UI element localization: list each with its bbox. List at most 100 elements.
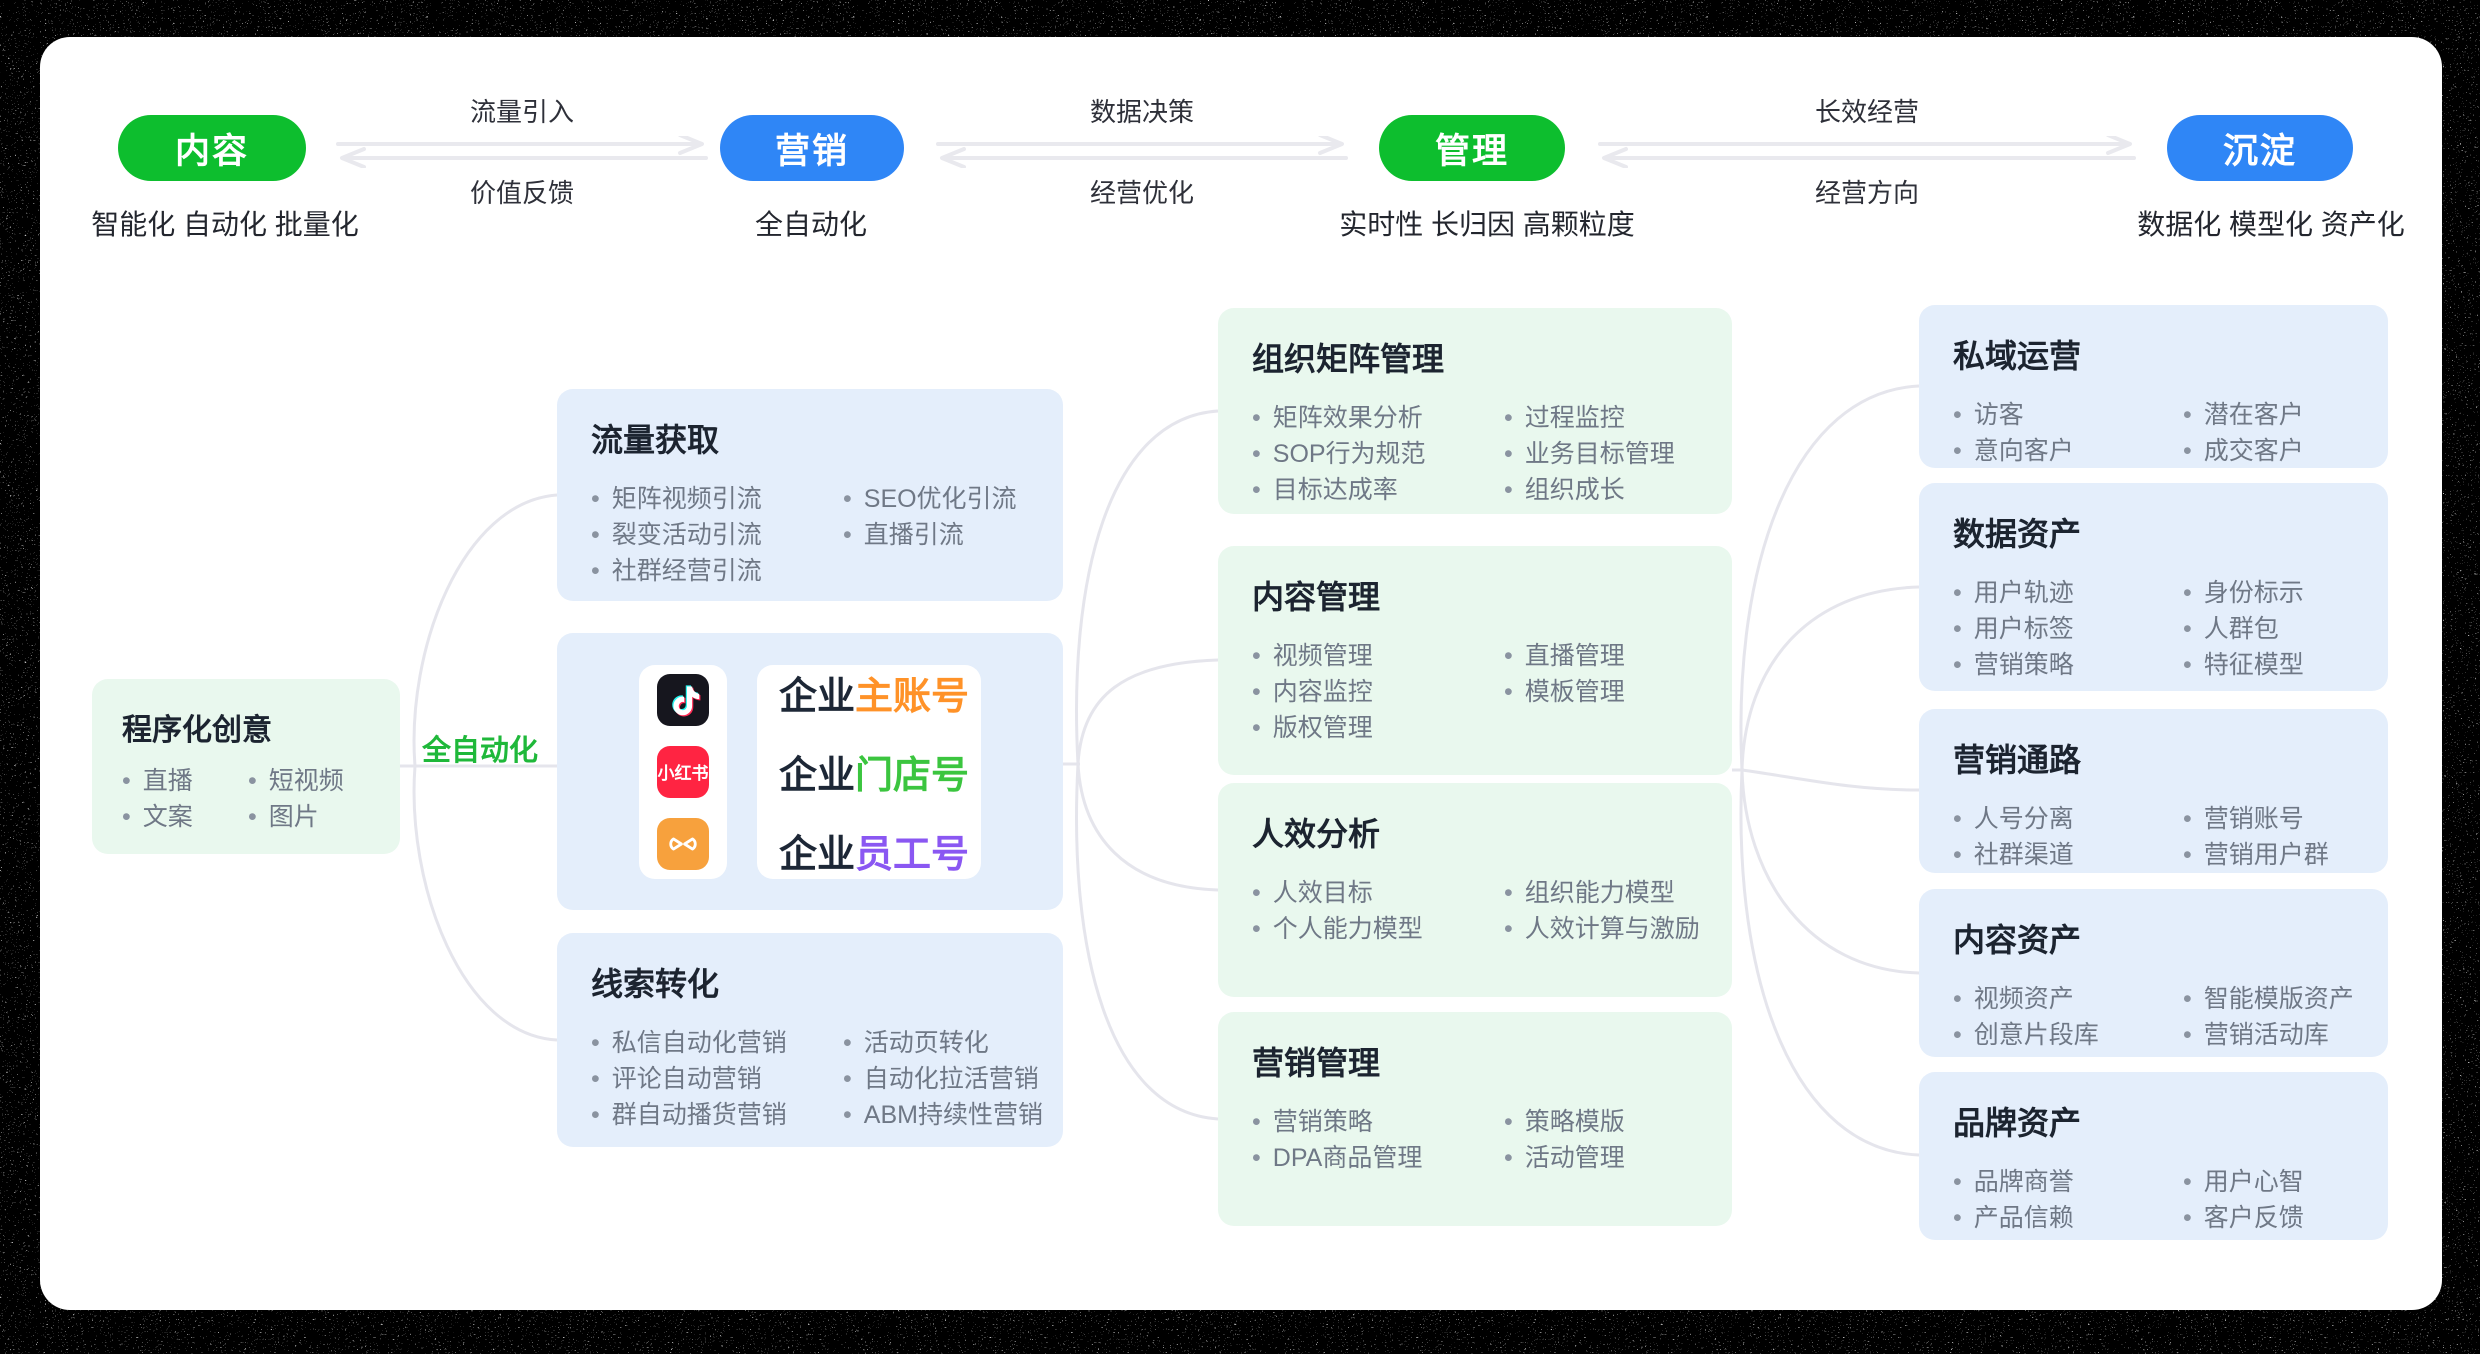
account-highlight: 主账号: [855, 676, 970, 718]
box-title: 私域运营: [1953, 338, 2082, 374]
list-item: 策略模版: [1504, 1104, 1625, 1140]
box-title: 数据资产: [1953, 516, 2082, 552]
bullet-list: 过程监控业务目标管理组织成长: [1504, 400, 1675, 508]
douyin-icon: [657, 673, 709, 726]
bullet-list: 直播文案: [122, 763, 248, 835]
bullet-list: SEO优化引流直播引流: [843, 481, 1017, 589]
stage-pill-marketing: 营销: [720, 115, 904, 181]
list-item: 文案: [122, 799, 248, 835]
list-item: 视频管理: [1252, 638, 1504, 674]
account-prefix: 企业: [779, 834, 856, 876]
bullet-list: 人效目标个人能力模型: [1252, 875, 1504, 947]
box-title: 人效分析: [1252, 816, 1381, 852]
bullet-list: 私信自动化营销评论自动营销群自动播货营销: [591, 1025, 843, 1133]
bullet-list: 活动页转化自动化拉活营销ABM持续性营销: [843, 1025, 1043, 1133]
list-item: 品牌商誉: [1953, 1164, 2183, 1200]
bullet-list: 身份标示人群包特征模型: [2183, 575, 2304, 683]
double-arrow-icon: [336, 136, 708, 168]
box-title: 内容管理: [1252, 579, 1381, 615]
stage-pill-content: 内容: [118, 115, 306, 181]
list-item: SOP行为规范: [1252, 436, 1504, 472]
link-label-bottom: 经营方向: [1814, 178, 1919, 208]
account-prefix: 企业: [779, 755, 856, 797]
list-item: 人号分离: [1953, 801, 2183, 837]
marketing-management-box: 营销管理 营销策略DPA商品管理 策略模版活动管理: [1218, 1012, 1732, 1226]
list-item: 社群渠道: [1953, 837, 2183, 873]
list-item: 过程监控: [1504, 400, 1675, 436]
content-management-box: 内容管理 视频管理内容监控版权管理 直播管理模板管理: [1218, 546, 1732, 775]
flow-link-3: 长效经营 经营方向: [1598, 92, 2136, 210]
list-item: DPA商品管理: [1252, 1140, 1504, 1176]
account-highlight: 员工号: [855, 834, 970, 876]
list-item: 图片: [248, 799, 344, 835]
bullet-list: 用户心智客户反馈: [2183, 1164, 2304, 1236]
link-label-top: 长效经营: [1814, 97, 1919, 127]
list-item: 版权管理: [1252, 710, 1504, 746]
double-arrow-icon: [1598, 136, 2136, 168]
list-item: 目标达成率: [1252, 472, 1504, 508]
account-prefix: 企业: [779, 676, 856, 718]
list-item: 直播: [122, 763, 248, 799]
bullet-list: 营销账号营销用户群: [2183, 801, 2329, 873]
list-item: 直播管理: [1504, 638, 1625, 674]
double-arrow-icon: [936, 136, 1348, 168]
list-item: 身份标示: [2183, 575, 2304, 611]
list-item: 用户轨迹: [1953, 575, 2183, 611]
full-automation-label: 全自动化: [421, 735, 538, 767]
bullet-list: 人号分离社群渠道: [1953, 801, 2183, 873]
efficiency-analysis-box: 人效分析 人效目标个人能力模型 组织能力模型人效计算与激励: [1218, 783, 1732, 997]
lead-conversion-box: 线索转化 私信自动化营销评论自动营销群自动播货营销 活动页转化自动化拉活营销AB…: [557, 933, 1063, 1147]
list-item: 用户标签: [1953, 611, 2183, 647]
box-title: 组织矩阵管理: [1252, 341, 1445, 377]
list-item: 组织能力模型: [1504, 875, 1700, 911]
list-item: 视频资产: [1953, 981, 2183, 1017]
platform-accounts-box: 小红书 企业主账号 企业门店号 企业员工号: [557, 633, 1063, 910]
flow-link-1: 流量引入 价值反馈: [336, 92, 708, 210]
bullet-list: 矩阵视频引流裂变活动引流社群经营引流: [591, 481, 843, 589]
list-item: 人效计算与激励: [1504, 911, 1700, 947]
org-matrix-management-box: 组织矩阵管理 矩阵效果分析SOP行为规范目标达成率 过程监控业务目标管理组织成长: [1218, 308, 1732, 514]
wechat-channels-icon: [657, 817, 709, 870]
stage-subtitle-marketing: 全自动化: [754, 209, 867, 240]
box-title: 程序化创意: [122, 714, 272, 747]
box-title: 线索转化: [591, 966, 720, 1002]
list-item: 业务目标管理: [1504, 436, 1675, 472]
xiaohongshu-icon: 小红书: [657, 745, 709, 798]
list-item: 成交客户: [2183, 433, 2304, 469]
list-item: 特征模型: [2183, 647, 2304, 683]
list-item: 人群包: [2183, 611, 2304, 647]
box-title: 流量获取: [591, 422, 720, 458]
list-item: 客户反馈: [2183, 1200, 2304, 1236]
list-item: 内容监控: [1252, 674, 1504, 710]
private-domain-box: 私域运营 访客意向客户 潜在客户成交客户: [1919, 305, 2388, 468]
bullet-list: 品牌商誉产品信赖: [1953, 1164, 2183, 1236]
stage-pill-management: 管理: [1379, 115, 1565, 181]
bullet-list: 营销策略DPA商品管理: [1252, 1104, 1504, 1176]
list-item: 群自动播货营销: [591, 1097, 843, 1133]
marketing-channels-box: 营销通路 人号分离社群渠道 营销账号营销用户群: [1919, 709, 2388, 873]
list-item: 营销活动库: [2183, 1017, 2354, 1053]
list-item: 人效目标: [1252, 875, 1504, 911]
stage-pill-accumulation: 沉淀: [2167, 115, 2353, 181]
bullet-list: 视频资产创意片段库: [1953, 981, 2183, 1053]
box-title: 营销通路: [1953, 742, 2082, 778]
list-item: 产品信赖: [1953, 1200, 2183, 1236]
list-item: 创意片段库: [1953, 1017, 2183, 1053]
box-title: 品牌资产: [1953, 1105, 2082, 1141]
bullet-list: 矩阵效果分析SOP行为规范目标达成率: [1252, 400, 1504, 508]
list-item: 矩阵视频引流: [591, 481, 843, 517]
list-item: 模板管理: [1504, 674, 1625, 710]
data-assets-box: 数据资产 用户轨迹用户标签营销策略 身份标示人群包特征模型: [1919, 483, 2388, 691]
account-line-main: 企业主账号: [779, 665, 981, 720]
list-item: 短视频: [248, 763, 344, 799]
list-item: 营销策略: [1953, 647, 2183, 683]
bullet-list: 策略模版活动管理: [1504, 1104, 1625, 1176]
brand-assets-box: 品牌资产 品牌商誉产品信赖 用户心智客户反馈: [1919, 1072, 2388, 1240]
link-label-top: 流量引入: [469, 97, 574, 127]
account-line-store: 企业门店号: [779, 744, 981, 799]
bullet-list: 智能模版资产营销活动库: [2183, 981, 2354, 1053]
list-item: 智能模版资产: [2183, 981, 2354, 1017]
bullet-list: 访客意向客户: [1953, 397, 2183, 469]
list-item: 组织成长: [1504, 472, 1675, 508]
list-item: 意向客户: [1953, 433, 2183, 469]
